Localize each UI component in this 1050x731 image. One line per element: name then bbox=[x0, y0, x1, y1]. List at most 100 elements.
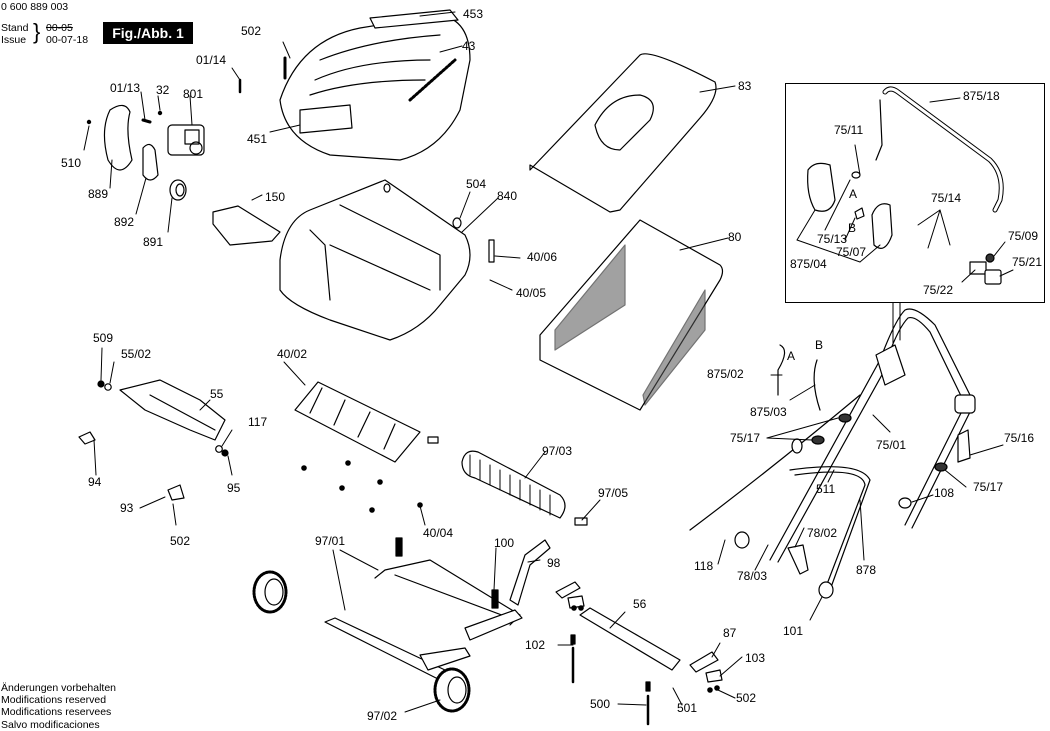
wheel-rear-left bbox=[252, 570, 288, 614]
leader-lines bbox=[83, 11, 1014, 713]
callout-40-02: 40/02 bbox=[277, 347, 308, 361]
spring-100 bbox=[491, 589, 499, 609]
callout-502: 502 bbox=[241, 24, 262, 38]
spacer-500 bbox=[645, 681, 651, 692]
wheel-rear-right bbox=[433, 667, 471, 713]
callout-01-14: 01/14 bbox=[196, 53, 227, 67]
cutter-cover-40-02 bbox=[294, 381, 421, 463]
callout-B: B bbox=[815, 338, 824, 352]
rear-axle-frame-97-01 bbox=[324, 559, 523, 681]
nut-95 bbox=[221, 449, 229, 457]
callout-101: 101 bbox=[783, 624, 804, 638]
bracket-94 bbox=[78, 431, 96, 445]
cable bbox=[689, 394, 861, 531]
screw-32 bbox=[157, 110, 163, 116]
spacer-102 bbox=[570, 634, 576, 645]
lever-98 bbox=[509, 539, 551, 606]
bracket-87 bbox=[689, 651, 719, 673]
spring-upper bbox=[395, 537, 403, 557]
callout-118: 118 bbox=[694, 559, 714, 573]
callout-A: A bbox=[787, 349, 796, 363]
motor-hood-part bbox=[279, 9, 471, 161]
deck-housing-part bbox=[279, 179, 471, 341]
callout-150: 150 bbox=[265, 190, 286, 204]
callout-878: 878 bbox=[856, 563, 877, 577]
callout-502-c: 502 bbox=[736, 691, 757, 705]
screw-510 bbox=[86, 119, 92, 125]
callout-75-16: 75/16 bbox=[1004, 431, 1035, 445]
callout-117: 117 bbox=[248, 415, 268, 429]
footer-line-fr: Modifications reservees bbox=[1, 706, 112, 719]
inset-callout-A: A bbox=[849, 187, 858, 201]
nut-509 bbox=[97, 380, 105, 388]
callout-87: 87 bbox=[723, 626, 737, 640]
lid-handle bbox=[594, 94, 654, 151]
inset-callout-875-18: 875/18 bbox=[963, 89, 1000, 103]
callout-83: 83 bbox=[738, 79, 752, 93]
inset-callout-875-04: 875/04 bbox=[790, 257, 827, 271]
clip-118 bbox=[734, 531, 750, 549]
knobs-75-17 bbox=[811, 413, 948, 472]
bracket-93 bbox=[167, 484, 185, 501]
callout-102: 102 bbox=[525, 638, 546, 652]
callout-840: 840 bbox=[497, 189, 518, 203]
pulley-891 bbox=[169, 179, 187, 201]
screws-502 bbox=[571, 605, 720, 693]
inset-cap-75-21 bbox=[984, 269, 1002, 285]
inset-callout-75-21: 75/21 bbox=[1012, 255, 1043, 269]
callout-511: 511 bbox=[816, 482, 836, 496]
inset-upper-handle-875-18 bbox=[875, 86, 1004, 213]
bearing-117 bbox=[215, 445, 223, 453]
washer-55-02 bbox=[104, 383, 112, 391]
callout-892: 892 bbox=[114, 215, 135, 229]
inset-screw-75-11 bbox=[851, 171, 861, 179]
callout-75-17-a: 75/17 bbox=[730, 431, 761, 445]
callout-97-02: 97/02 bbox=[367, 709, 398, 723]
footer-line-de: Änderungen vorbehalten bbox=[1, 682, 117, 694]
washer-504 bbox=[452, 217, 462, 229]
screws-40-04 bbox=[301, 460, 423, 513]
callout-875-02: 875/02 bbox=[707, 367, 744, 381]
callout-40-04: 40/04 bbox=[423, 526, 454, 540]
clip-103 bbox=[705, 669, 723, 683]
roller-97-03 bbox=[461, 450, 566, 519]
callout-889: 889 bbox=[88, 187, 109, 201]
callout-75-01: 75/01 bbox=[876, 438, 907, 452]
stand-label: Stand bbox=[1, 22, 29, 34]
callout-55-02: 55/02 bbox=[121, 347, 152, 361]
callout-501: 501 bbox=[677, 701, 698, 715]
clamp-lever bbox=[791, 438, 803, 454]
callout-40-06: 40/06 bbox=[527, 250, 558, 264]
grass-box-80 bbox=[539, 219, 724, 411]
callout-103: 103 bbox=[745, 651, 766, 665]
callout-01-13: 01/13 bbox=[110, 81, 141, 95]
callout-451: 451 bbox=[247, 132, 268, 146]
lower-handle-878 bbox=[789, 466, 871, 591]
callout-875-03: 875/03 bbox=[750, 405, 787, 419]
callout-504: 504 bbox=[466, 177, 487, 191]
handle-detail-inset bbox=[785, 83, 1045, 303]
cutter-assembly-55 bbox=[119, 379, 226, 441]
brace-icon: } bbox=[33, 19, 41, 44]
clip-left bbox=[567, 595, 585, 609]
stand-date-struck: 00-05 bbox=[46, 22, 73, 34]
callout-94: 94 bbox=[88, 475, 102, 489]
cable-875-03 bbox=[813, 359, 821, 411]
callout-891: 891 bbox=[143, 235, 164, 249]
issue-date: 00-07-18 bbox=[46, 34, 89, 46]
clip-75-16 bbox=[957, 429, 971, 463]
inset-callout-75-22: 75/22 bbox=[923, 283, 954, 297]
inset-callout-75-11: 75/11 bbox=[834, 123, 864, 137]
inset-callout-B: B bbox=[848, 221, 857, 235]
callout-55: 55 bbox=[210, 387, 224, 401]
inset-callout-75-09: 75/09 bbox=[1008, 229, 1039, 243]
washer-top bbox=[383, 183, 391, 193]
inset-callout-75-14: 75/14 bbox=[931, 191, 962, 205]
plate-150 bbox=[212, 205, 281, 246]
document-number: 0 600 889 003 bbox=[1, 1, 69, 13]
screw-cover bbox=[427, 436, 439, 444]
motor-part bbox=[167, 124, 205, 156]
grass-box-lid-83 bbox=[529, 53, 717, 213]
clip-101 bbox=[818, 581, 834, 599]
callout-93: 93 bbox=[120, 501, 134, 515]
